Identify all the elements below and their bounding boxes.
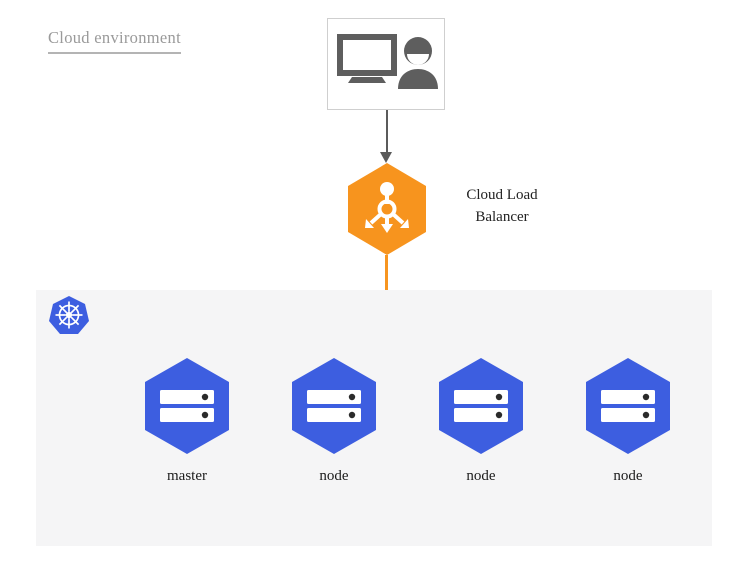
cluster-node-label-master: master	[167, 468, 207, 484]
cluster-node-label-worker-2: node	[466, 468, 496, 484]
cloud-load-balancer-node[interactable]	[348, 163, 426, 255]
client-to-load-balancer-line	[385, 110, 388, 154]
load-balancer-icon	[348, 163, 426, 255]
client-to-load-balancer-arrowhead	[380, 152, 392, 163]
load-balancer-label: Cloud Load Balancer	[437, 185, 567, 229]
load-balancer-label-line1: Cloud Load	[466, 187, 538, 203]
user-icon	[398, 37, 438, 89]
cluster-node-label-worker-3: node	[613, 468, 643, 484]
kubernetes-icon	[49, 296, 89, 334]
cluster-node-label-worker-1: node	[319, 468, 349, 484]
load-balancer-stem-line	[385, 255, 388, 308]
load-balancer-label-line2: Balancer	[475, 208, 529, 225]
page-title: Cloud environment	[48, 28, 181, 54]
monitor-icon	[337, 34, 397, 83]
client-icons	[337, 34, 438, 89]
client-workstation-box	[327, 18, 445, 110]
